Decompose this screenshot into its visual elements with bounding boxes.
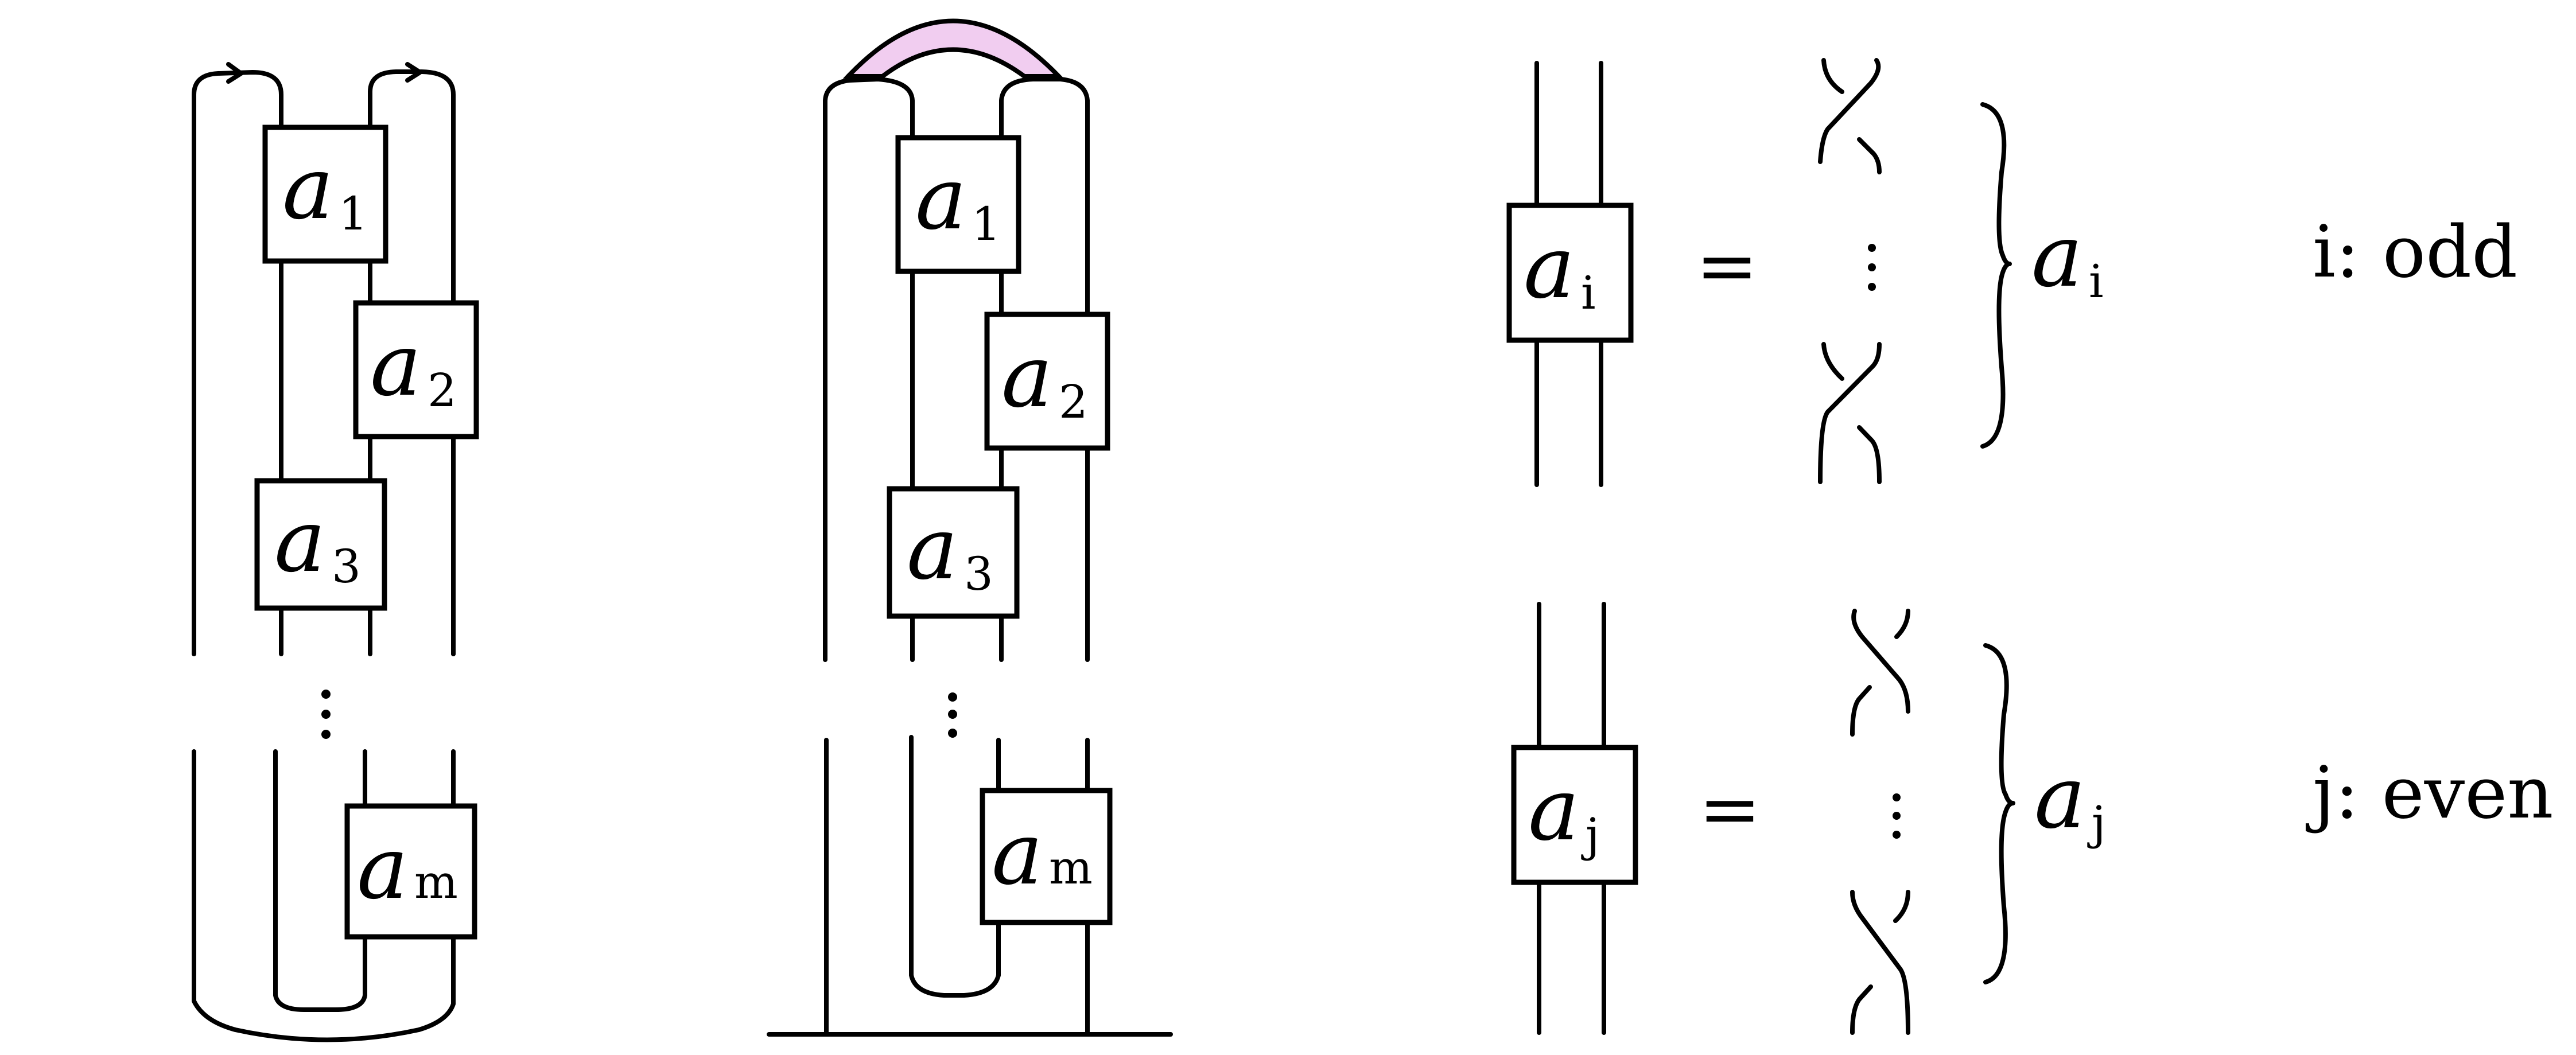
- brace-label-sub: j: [2087, 796, 2106, 850]
- equals-sign: =: [1699, 765, 1761, 852]
- box-sub: 2: [428, 364, 457, 417]
- vertical-dots-left: [321, 690, 331, 739]
- box-sub: i: [1581, 266, 1596, 320]
- middle-top-cap-left: [823, 77, 915, 662]
- box-sub: 3: [332, 540, 361, 593]
- arrow-right: [405, 62, 422, 83]
- box-letter: a: [907, 499, 958, 599]
- note-odd: i: odd: [2313, 211, 2517, 294]
- middle-plat-diagram: a 1 a 2 a 3 a m: [767, 18, 1173, 1037]
- brace-label-letter: a: [2034, 748, 2085, 848]
- crossing-bottom: [1818, 342, 1882, 484]
- box-letter: a: [370, 316, 421, 415]
- lower-strand-2: [273, 749, 367, 1012]
- box-a2-middle: a 2: [984, 312, 1110, 451]
- box-letter: a: [282, 139, 333, 239]
- equals-sign: =: [1696, 222, 1758, 309]
- box-letter: a: [915, 149, 966, 249]
- box-a1-left: a 1: [262, 124, 388, 264]
- box-letter: a: [1528, 760, 1579, 860]
- definition-even: a j = a j j: even: [1511, 602, 2554, 1035]
- vertical-dots-even: [1893, 793, 1901, 839]
- box-sub: 3: [964, 547, 993, 601]
- box-sub: 2: [1059, 375, 1088, 429]
- box-a2-left: a 2: [353, 300, 479, 439]
- outer-bottom-cup: [192, 749, 456, 1042]
- box-am-middle: a m: [980, 788, 1113, 925]
- box-a3-middle: a 3: [887, 486, 1020, 619]
- crossing-bottom: [1850, 890, 1910, 1035]
- brace-label-sub: i: [2089, 255, 2104, 308]
- arrow-left: [226, 62, 243, 84]
- middle-lower-cup: [909, 735, 1001, 998]
- box-ai: a i: [1506, 203, 1634, 343]
- box-a1-middle: a 1: [895, 135, 1021, 274]
- box-am-left: a m: [344, 803, 477, 940]
- box-sub: 1: [972, 197, 1001, 251]
- definition-odd: a i = a i i: odd: [1506, 58, 2517, 487]
- box-aj: a j: [1511, 745, 1638, 885]
- top-cap-left: [192, 70, 283, 656]
- box-sub: 1: [339, 187, 368, 240]
- box-letter: a: [992, 804, 1043, 904]
- box-a3-left: a 3: [254, 478, 387, 611]
- vertical-dots-odd: [1868, 244, 1876, 291]
- box-letter: a: [274, 492, 325, 591]
- box-sub: m: [1049, 841, 1093, 894]
- note-even: j: even: [2305, 752, 2554, 835]
- left-closure-diagram: a 1 a 2 a 3 a m: [192, 62, 479, 1042]
- middle-top-cap-right: [999, 77, 1090, 662]
- box-sub: m: [414, 855, 458, 909]
- brace-label-letter: a: [2031, 207, 2082, 306]
- brace-odd: [1980, 102, 2012, 449]
- pink-band: [842, 18, 1064, 79]
- box-letter: a: [357, 819, 408, 918]
- box-letter: a: [1001, 327, 1052, 427]
- box-letter: a: [1524, 218, 1575, 318]
- crossing-top: [1818, 58, 1882, 174]
- crossing-top: [1850, 609, 1910, 737]
- vertical-dots-middle: [948, 692, 957, 738]
- brace-even: [1983, 643, 2015, 984]
